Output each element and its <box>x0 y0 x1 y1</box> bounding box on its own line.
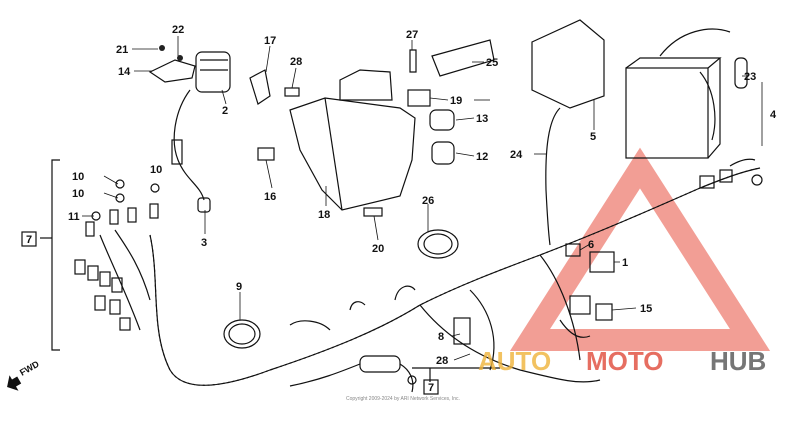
watermark-hub: HUB <box>710 346 766 376</box>
callout-10-a: 10 <box>72 171 84 183</box>
callout-22: 22 <box>172 24 184 36</box>
coil-bracket <box>148 45 196 83</box>
callout-16: 16 <box>264 191 276 203</box>
watermark-auto: AUTO <box>478 346 551 376</box>
ignition-coil <box>171 51 231 213</box>
callout-10-b: 10 <box>72 188 84 200</box>
lower-wire-bundle <box>289 355 417 393</box>
callout-20: 20 <box>372 243 384 255</box>
copyright-text: Copyright 2009-2024 by ARI Network Servi… <box>346 396 460 402</box>
battery-holder <box>531 19 605 109</box>
callout-labels: 22 21 14 2 17 28 27 25 19 13 12 16 18 20… <box>21 24 777 395</box>
callout-10-c: 10 <box>150 164 162 176</box>
callout-28-bottom: 28 <box>436 355 448 367</box>
callout-4: 4 <box>770 109 777 121</box>
callout-7-left: 7 <box>26 234 32 246</box>
callout-27: 27 <box>406 29 418 41</box>
callout-6: 6 <box>588 239 594 251</box>
callout-5: 5 <box>590 131 596 143</box>
callout-9: 9 <box>236 281 242 293</box>
clamp-9 <box>223 319 261 349</box>
callout-7-bottom: 7 <box>428 382 434 394</box>
fwd-label: FWD <box>18 359 41 378</box>
connector-cluster-left <box>74 179 160 331</box>
battery-box-cover <box>289 69 416 211</box>
callout-18: 18 <box>318 209 330 221</box>
watermark-text: AUTO MOTO HUB <box>478 346 766 376</box>
wire-harness <box>99 167 761 386</box>
callout-3: 3 <box>201 237 207 249</box>
callout-24: 24 <box>510 149 523 161</box>
callout-1: 1 <box>622 257 628 269</box>
callout-28-top: 28 <box>290 56 302 68</box>
right-connectors <box>699 158 763 189</box>
callout-25: 25 <box>486 57 498 69</box>
watermark-moto: MOTO <box>586 346 664 376</box>
callout-13: 13 <box>476 113 488 125</box>
callout-11: 11 <box>68 211 80 223</box>
callout-8: 8 <box>438 331 444 343</box>
connector-8 <box>453 317 471 345</box>
callout-12: 12 <box>476 151 488 163</box>
callout-23: 23 <box>744 71 756 83</box>
callout-21: 21 <box>116 44 128 56</box>
clamp-26 <box>417 229 459 259</box>
bracket-17 <box>249 69 271 105</box>
forward-arrow: FWD <box>7 359 41 391</box>
breather-tube <box>545 107 561 246</box>
callout-17: 17 <box>264 35 276 47</box>
callout-14: 14 <box>118 66 131 78</box>
callout-26: 26 <box>422 195 434 207</box>
group-7-bracket-left <box>40 159 60 351</box>
battery <box>625 28 748 159</box>
leader-lines <box>82 36 763 361</box>
callout-2: 2 <box>222 105 228 117</box>
callout-15: 15 <box>640 303 652 315</box>
watermark-logo <box>509 147 771 351</box>
callout-19: 19 <box>450 95 462 107</box>
